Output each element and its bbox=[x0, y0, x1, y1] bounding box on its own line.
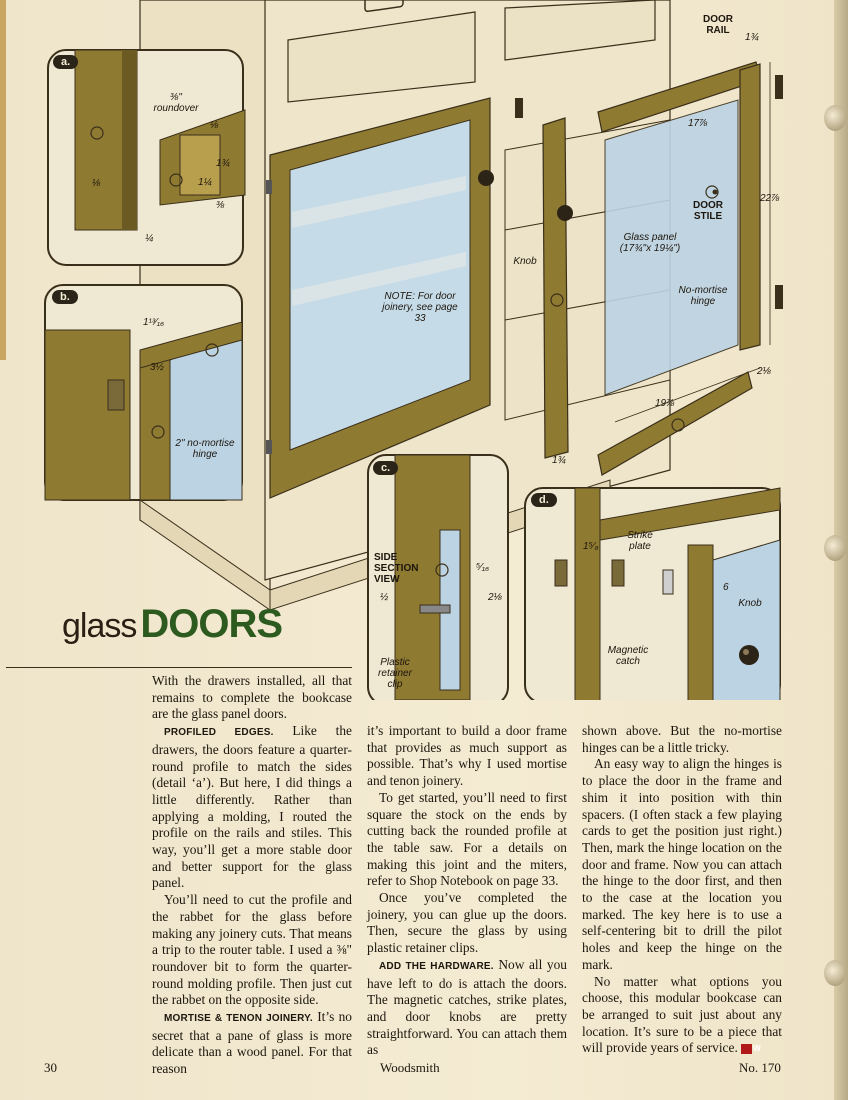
paragraph: No matter what options you choose, this … bbox=[582, 974, 782, 1058]
paragraph-text: Now all you have left to do is attach th… bbox=[367, 956, 567, 1058]
dim-1-3-4-bottom: 1¾ bbox=[552, 455, 566, 466]
paragraph-text: An easy way to align the hinges is to pl… bbox=[582, 756, 782, 972]
joinery-note: NOTE: For door joinery, see page 33 bbox=[382, 291, 458, 324]
paragraph-text: Like the drawers, the doors feature a qu… bbox=[152, 723, 352, 891]
detail-a-d3: 1¼ bbox=[198, 177, 212, 188]
detail-b-drawing bbox=[44, 284, 243, 501]
detail-a-d4: ⅜ bbox=[216, 200, 225, 211]
detail-b-letter: b. bbox=[52, 290, 78, 304]
paragraph: PROFILED EDGES. Like the drawers, the do… bbox=[152, 723, 352, 892]
detail-c-d3: 2⅛ bbox=[488, 592, 502, 603]
detail-a-d2: 1¾ bbox=[216, 158, 230, 169]
paragraph: MORTISE & TENON JOINERY. It’s no secret … bbox=[152, 1009, 352, 1078]
detail-c-letter: c. bbox=[373, 461, 399, 475]
page-number: 30 bbox=[44, 1060, 57, 1075]
dim-1-3-4-top: 1¾ bbox=[745, 32, 759, 43]
detail-d-d2: 6 bbox=[723, 582, 729, 593]
paragraph-heading: PROFILED EDGES. bbox=[164, 727, 274, 739]
text-column-2: it’s important to build a door frame tha… bbox=[367, 723, 567, 1059]
detail-a-d1: ⅛ bbox=[210, 120, 219, 131]
binder-ring bbox=[824, 105, 846, 131]
retainer-clip-label: Plastic retainer clip bbox=[378, 657, 412, 690]
detail-a-d5: ⅛ bbox=[92, 178, 101, 189]
detail-c-d1: ½ bbox=[380, 592, 389, 603]
detail-d-drawing bbox=[524, 487, 781, 700]
knob-label: Knob bbox=[513, 256, 537, 267]
detail-a-letter: a. bbox=[53, 55, 79, 69]
detail-d-letter: d. bbox=[531, 493, 557, 507]
title-rule bbox=[6, 667, 352, 668]
paragraph: With the drawers installed, all that rem… bbox=[152, 673, 352, 723]
bookcase-illustration bbox=[0, 0, 783, 700]
dim-17-7-8: 17⅞ bbox=[688, 118, 708, 129]
no-mortise-label: No-mortise hinge bbox=[678, 285, 728, 307]
door-rail-label: DOOR RAIL bbox=[703, 14, 733, 36]
detail-b-d1: 1¹³⁄₁₆ bbox=[143, 317, 165, 328]
magazine-name: Woodsmith bbox=[380, 1060, 440, 1075]
detail-b-d2: 3½ bbox=[150, 362, 164, 373]
paragraph-text: You’ll need to cut the profile and the r… bbox=[152, 892, 352, 1008]
title-prefix: glass bbox=[62, 607, 137, 645]
paragraph: ADD THE HARDWARE. Now all you have left … bbox=[367, 957, 567, 1059]
detail-c-drawing bbox=[367, 454, 509, 700]
text-column-1: With the drawers installed, all that rem… bbox=[152, 673, 352, 1078]
detail-d-d1: 1⁵⁄₈ bbox=[583, 541, 599, 552]
binder-ring bbox=[824, 960, 846, 986]
glass-panel-label: Glass panel bbox=[623, 232, 677, 243]
detail-d-knob-label: Knob bbox=[738, 598, 762, 609]
title-main: DOORS bbox=[140, 602, 283, 646]
roundover-label: ⅜" roundover bbox=[153, 92, 199, 114]
paragraph-text: No matter what options you choose, this … bbox=[582, 973, 782, 1056]
paragraph: An easy way to align the hinges is to pl… bbox=[582, 756, 782, 973]
paragraph: shown above. But the no-mortise hinges c… bbox=[582, 723, 782, 756]
text-column-3: shown above. But the no-mortise hinges c… bbox=[582, 723, 782, 1057]
paragraph: To get started, you’ll need to first squ… bbox=[367, 790, 567, 890]
article-title: glass DOORS bbox=[62, 602, 322, 662]
dim-2-1-8: 2⅛ bbox=[757, 366, 771, 377]
dim-19-7-8: 19⅞ bbox=[655, 398, 675, 409]
paragraph-text: With the drawers installed, all that rem… bbox=[152, 673, 352, 722]
detail-c-d2: ⁵⁄₁₆ bbox=[476, 562, 490, 573]
detail-a-d6: ¼ bbox=[145, 233, 154, 244]
paragraph-heading: ADD THE HARDWARE. bbox=[379, 960, 494, 972]
binder-ring bbox=[824, 535, 846, 561]
paragraph: You’ll need to cut the profile and the r… bbox=[152, 892, 352, 1009]
glass-panel-dims: (17¾"x 19¼") bbox=[619, 243, 681, 254]
paragraph-heading: MORTISE & TENON JOINERY. bbox=[164, 1013, 313, 1025]
paragraph: Once you’ve completed the joinery, you c… bbox=[367, 890, 567, 957]
end-mark-icon: W bbox=[741, 1044, 761, 1055]
paragraph-text: it’s important to build a door frame tha… bbox=[367, 723, 567, 789]
strike-plate-label: Strike plate bbox=[627, 530, 653, 552]
magnetic-catch-label: Magnetic catch bbox=[607, 645, 649, 667]
dim-22-7-8: 22⅞ bbox=[760, 193, 780, 204]
paragraph-text: shown above. But the no-mortise hinges c… bbox=[582, 723, 782, 755]
side-section-label: SIDE SECTION VIEW bbox=[374, 552, 419, 585]
detail-b-hinge-label: 2" no-mortise hinge bbox=[175, 438, 235, 460]
paragraph-text: Once you’ve completed the joinery, you c… bbox=[367, 890, 567, 956]
paragraph: it’s important to build a door frame tha… bbox=[367, 723, 567, 790]
paragraph-text: It’s no secret that a pane of glass is m… bbox=[152, 1009, 352, 1077]
detail-a-drawing bbox=[47, 49, 246, 266]
door-stile-label: DOOR STILE bbox=[693, 200, 723, 222]
paragraph-text: To get started, you’ll need to first squ… bbox=[367, 789, 567, 889]
issue-number: No. 170 bbox=[739, 1060, 781, 1075]
